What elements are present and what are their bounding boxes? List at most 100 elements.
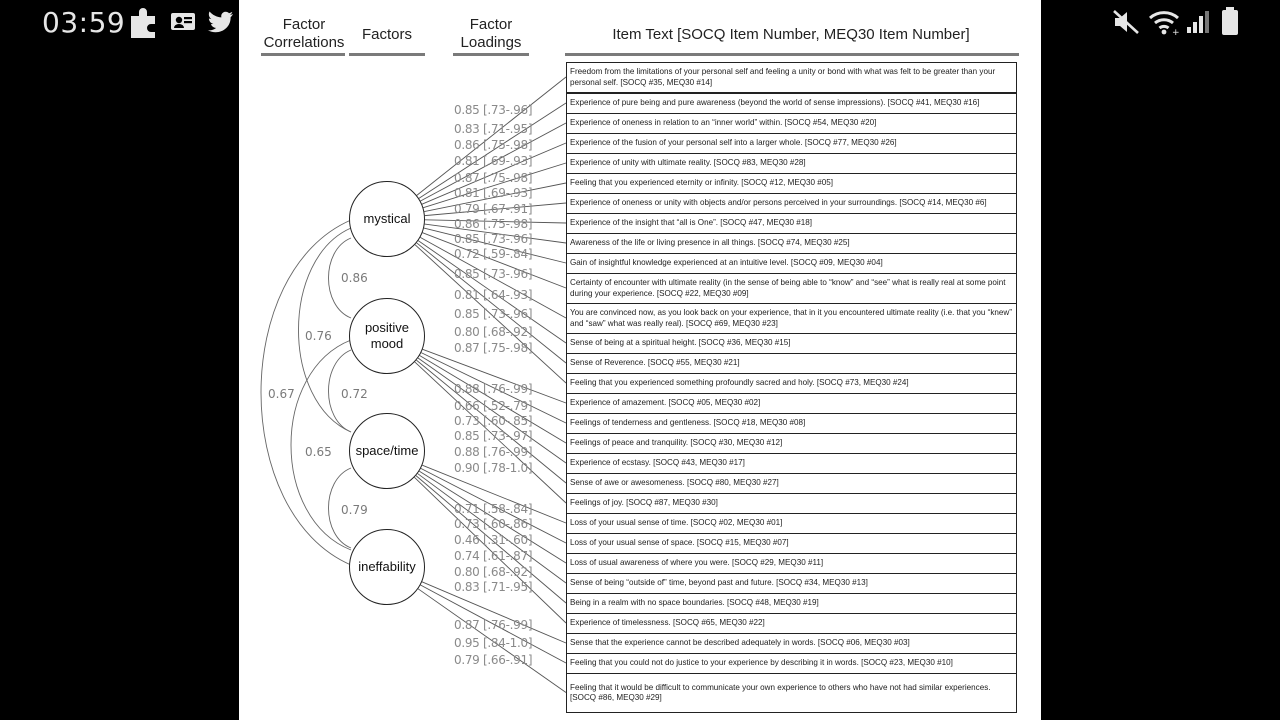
loading-label: 0.81 [.69-.93] xyxy=(454,154,533,168)
loading-label: 0.83 [.71-.95] xyxy=(454,580,533,594)
path-lines xyxy=(260,76,567,693)
loading-label: 0.71 [.58-.84] xyxy=(454,502,533,516)
loading-path xyxy=(417,357,567,464)
header-rule xyxy=(261,53,345,56)
loading-label: 0.87 [.75-.98] xyxy=(454,171,533,185)
item-text: Feeling that you experienced eternity or… xyxy=(570,178,834,188)
item-text: Certainty of encounter with ultimate rea… xyxy=(570,278,1006,298)
item-box: Experience of the insight that “all is O… xyxy=(566,213,1017,234)
loading-label: 0.73 [.60-.85] xyxy=(454,414,533,428)
loading-path xyxy=(414,361,567,504)
item-box: Loss of your usual sense of time. [SOCQ … xyxy=(566,513,1017,534)
factor-label: ineffability xyxy=(358,559,416,574)
header-rule xyxy=(349,53,425,56)
svg-text:+: + xyxy=(1172,28,1180,36)
item-box: Sense of being at a spiritual height. [S… xyxy=(566,333,1017,354)
factor-node: ineffability xyxy=(349,529,425,605)
item-text: Experience of amazement. [SOCQ #05, MEQ3… xyxy=(570,398,761,408)
item-text: Sense that the experience cannot be desc… xyxy=(570,638,910,648)
item-box: Sense of awe or awesomeness. [SOCQ #80, … xyxy=(566,473,1017,494)
correlation-value: 0.72 xyxy=(341,387,368,401)
item-text: Loss of your usual sense of space. [SOCQ… xyxy=(570,538,789,548)
loading-path xyxy=(415,475,567,604)
item-box: Experience of timelessness. [SOCQ #65, M… xyxy=(566,613,1017,634)
loading-path xyxy=(417,473,567,584)
header-item-text: Item Text [SOCQ Item Number, MEQ30 Item … xyxy=(612,26,970,43)
loading-path xyxy=(421,581,567,644)
loading-path xyxy=(414,244,567,384)
item-text: Gain of insightful knowledge experienced… xyxy=(570,258,883,268)
loading-label: 0.87 [.76-.99] xyxy=(454,618,533,632)
loading-label: 0.73 [.60-.86] xyxy=(454,517,533,531)
item-text: Experience of ecstasy. [SOCQ #43, MEQ30 … xyxy=(570,458,745,468)
loading-label: 0.90 [.78-1.0] xyxy=(454,461,533,475)
loading-label: 0.85 [.73-.97] xyxy=(454,429,533,443)
loading-path xyxy=(418,470,567,564)
correlation-arc xyxy=(328,349,352,433)
puzzle-icon xyxy=(131,8,155,38)
correlation-value: 0.86 xyxy=(341,271,368,285)
loading-path xyxy=(424,219,567,224)
header-rule xyxy=(453,53,529,56)
loading-label: 0.85 [.73-.96] xyxy=(454,307,533,321)
item-text: Experience of unity with ultimate realit… xyxy=(570,158,806,168)
status-bar: 03:59 + xyxy=(0,0,1280,46)
item-box: Feeling that you experienced eternity or… xyxy=(566,173,1017,194)
loading-label: 0.66 [.52-.79] xyxy=(454,399,533,413)
wifi-icon: + xyxy=(1149,11,1180,36)
item-text: Awareness of the life or living presence… xyxy=(570,238,850,248)
loading-label: 0.85 [.73-.96] xyxy=(454,232,533,246)
item-box: Experience of the fusion of your persona… xyxy=(566,133,1017,154)
item-text: Sense of awe or awesomeness. [SOCQ #80, … xyxy=(570,478,779,488)
item-box: Feelings of peace and tranquility. [SOCQ… xyxy=(566,433,1017,454)
item-box: Being in a realm with no space boundarie… xyxy=(566,593,1017,614)
item-box: Freedom from the limitations of your per… xyxy=(566,62,1017,93)
loading-label: 0.86 [.75-.98] xyxy=(454,217,533,231)
correlation-value: 0.65 xyxy=(305,445,332,459)
item-text: Being in a realm with no space boundarie… xyxy=(570,598,819,608)
header-factors: Factors xyxy=(361,26,412,43)
item-box: Feeling that you experienced something p… xyxy=(566,373,1017,394)
item-text: Experience of oneness in relation to an … xyxy=(570,118,877,128)
loading-label: 0.80 [.68-.92] xyxy=(454,325,533,339)
loading-path xyxy=(418,102,567,199)
item-text: Experience of oneness or unity with obje… xyxy=(570,198,987,208)
correlation-arc xyxy=(298,227,352,433)
loading-path xyxy=(422,464,567,524)
header-factor-loadings: Factor Loadings xyxy=(460,16,522,51)
item-box: Experience of pure being and pure awaren… xyxy=(566,93,1017,114)
item-box: Experience of amazement. [SOCQ #05, MEQ3… xyxy=(566,393,1017,414)
loading-path xyxy=(422,348,567,404)
item-box: Feeling that it would be difficult to co… xyxy=(566,673,1017,713)
item-box: Sense that the experience cannot be desc… xyxy=(566,633,1017,654)
item-box: Loss of your usual sense of space. [SOCQ… xyxy=(566,533,1017,554)
item-text: Freedom from the limitations of your per… xyxy=(570,67,996,87)
item-text: Sense of being “outside of” time, beyond… xyxy=(570,578,868,588)
item-text: Experience of the insight that “all is O… xyxy=(570,218,813,228)
header-factor-correlations: Factor Correlations xyxy=(263,16,345,51)
item-text: Feeling that it would be difficult to co… xyxy=(570,682,991,703)
loading-path xyxy=(416,359,567,484)
item-box: Feelings of joy. [SOCQ #87, MEQ30 #30] xyxy=(566,493,1017,514)
correlation-arc xyxy=(260,219,352,566)
loading-label: 0.72 [.59-.84] xyxy=(454,247,533,261)
item-box: Awareness of the life or living presence… xyxy=(566,233,1017,254)
loading-path xyxy=(417,588,567,693)
factor-label: space/time xyxy=(355,443,419,458)
loading-path xyxy=(417,240,567,344)
item-text: Experience of pure being and pure awaren… xyxy=(570,98,980,108)
photo-id-icon xyxy=(171,13,195,30)
loading-label: 0.81 [.64-.93] xyxy=(454,288,533,302)
loading-label: 0.88 [.76-.99] xyxy=(454,445,533,459)
factor-node: space/time xyxy=(349,413,425,489)
loading-path xyxy=(420,584,567,664)
loading-path xyxy=(416,242,567,364)
correlation-value: 0.79 xyxy=(341,503,368,517)
loading-path xyxy=(420,122,567,202)
loading-label: 0.80 [.68-.92] xyxy=(454,565,533,579)
loading-label: 0.79 [.66-.91] xyxy=(454,653,533,667)
loading-label: 0.88 [.76-.99] xyxy=(454,382,533,396)
loading-path xyxy=(422,232,567,289)
mute-icon xyxy=(1113,10,1139,34)
item-box: Sense of Reverence. [SOCQ #55, MEQ30 #21… xyxy=(566,353,1017,374)
